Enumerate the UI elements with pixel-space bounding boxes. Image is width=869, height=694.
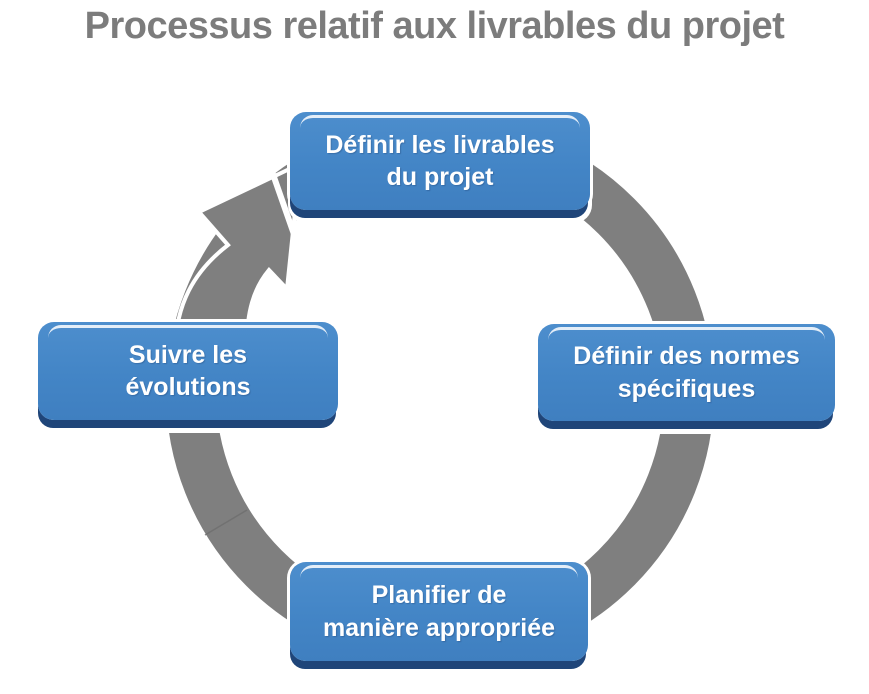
page-title: Processus relatif aux livrables du proje… xyxy=(84,5,785,47)
node-label-line: Définir des normes xyxy=(573,342,800,370)
node-suivre-evolutions: Suivre les évolutions xyxy=(38,322,338,420)
arrow-tip-gap xyxy=(265,159,299,241)
node-label-line: spécifiques xyxy=(617,374,756,403)
node-label-line: évolutions xyxy=(125,373,251,401)
node-label-line: Suivre les xyxy=(128,340,248,369)
node-label-line: manière appropriée xyxy=(322,613,556,642)
node-definir-livrables: Définir les livrables du projet xyxy=(290,112,590,210)
node-label-line: Définir les livrables xyxy=(325,130,555,159)
node-definir-normes: Définir des normes spécifiques xyxy=(538,324,835,421)
node-planifier: Planifier de manière appropriée xyxy=(290,562,588,661)
ring-seam xyxy=(204,509,248,536)
node-label-line: Planifier de xyxy=(371,581,507,609)
node-label-line: du projet xyxy=(386,163,494,191)
